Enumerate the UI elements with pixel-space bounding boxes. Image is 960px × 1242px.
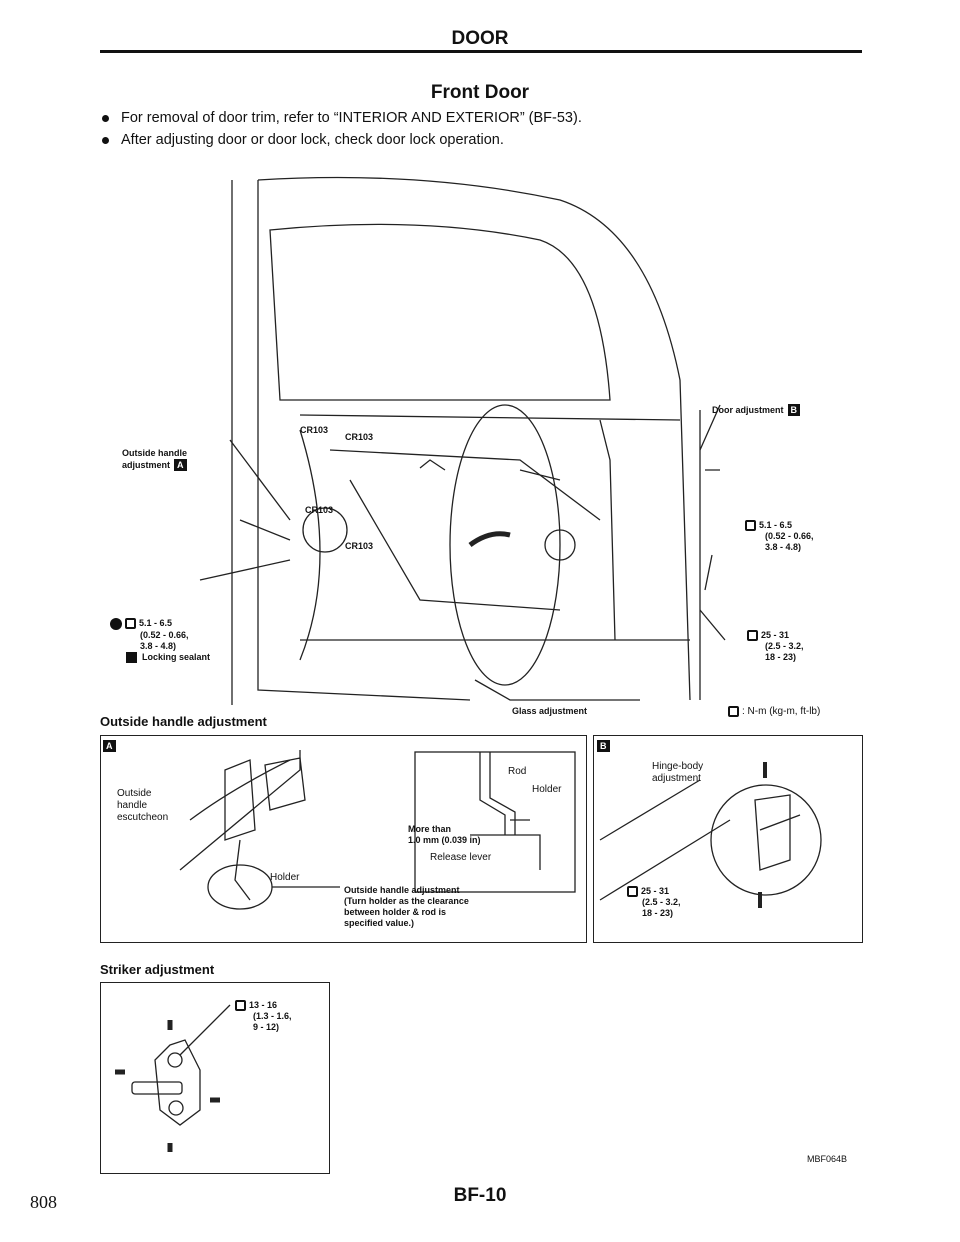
hinge-panel — [593, 735, 863, 943]
torque-wrench-icon — [235, 1000, 246, 1011]
outside-handle-panel — [100, 735, 587, 943]
bullet-item: After adjusting door or door lock, check… — [102, 132, 504, 148]
torque-wrench-icon — [747, 630, 758, 641]
torque-value: 3.8 - 4.8) — [140, 641, 177, 651]
label-text: handle — [117, 800, 148, 811]
badge-a: A — [174, 459, 187, 471]
torque-value: 3.8 - 4.8) — [765, 542, 802, 552]
units-text: : N-m (kg-m, ft-lb) — [742, 706, 821, 717]
outside-handle-heading: Outside handle adjustment — [100, 714, 267, 729]
note-line: (Turn holder as the clearance — [344, 896, 469, 906]
torque-wrench-icon — [125, 618, 136, 629]
torque-wrench-icon — [745, 520, 756, 531]
torque-value: 18 - 23) — [642, 908, 674, 918]
torque-value: 5.1 - 6.5 — [139, 618, 173, 628]
sealant-label: Locking sealant — [142, 652, 211, 662]
striker-heading: Striker adjustment — [100, 962, 215, 977]
note-line: between holder & rod is — [344, 907, 447, 917]
note-line: specified value.) — [344, 918, 415, 928]
torque-value: (1.3 - 1.6, — [253, 1011, 292, 1021]
units-legend: : N-m (kg-m, ft-lb) — [728, 706, 820, 718]
connector-tag: CR103 — [305, 505, 334, 515]
torque-wrench-icon — [627, 886, 638, 897]
rod-label: Rod — [508, 766, 527, 777]
torque-value: 5.1 - 6.5 — [759, 520, 793, 530]
connector-tag: CR103 — [300, 425, 329, 435]
torque-value: (0.52 - 0.66, — [765, 531, 814, 541]
label-text: 1.0 mm (0.039 in) — [408, 835, 481, 845]
locking-sealant-icon — [126, 652, 137, 663]
badge-b: B — [787, 404, 801, 416]
release-lever-label: Release lever — [430, 852, 492, 863]
torque-value: 25 - 31 — [761, 630, 790, 640]
torque-value: 25 - 31 — [641, 886, 670, 896]
note-line: Outside handle adjustment — [344, 885, 460, 895]
label-text: Hinge-body — [652, 761, 704, 772]
torque-value: 9 - 12) — [253, 1022, 280, 1032]
torque-value: (2.5 - 3.2, — [765, 641, 804, 651]
holder-label: Holder — [270, 872, 300, 883]
label-text: adjustment — [652, 773, 701, 784]
non-reusable-icon — [110, 618, 122, 630]
section-title: Front Door — [430, 82, 530, 103]
page-title: DOOR — [451, 28, 509, 49]
torque-value: (2.5 - 3.2, — [642, 897, 681, 907]
striker-torque-spec: 13 - 16(1.3 - 1.6,9 - 12) — [235, 1000, 292, 1033]
striker-illustration — [115, 1004, 231, 1152]
bullet-text: For removal of door trim, refer to “INTE… — [121, 110, 582, 126]
outside-handle-illustration — [179, 750, 576, 910]
label-text: Door adjustment — [712, 405, 784, 415]
page-number: 808 — [30, 1192, 57, 1212]
figure-code: MBF064B — [807, 1154, 848, 1164]
hinge-torque-spec: 25 - 31(2.5 - 3.2,18 - 23) — [627, 886, 681, 919]
torque-spec-right-1: 5.1 - 6.5(0.52 - 0.66,3.8 - 4.8) — [745, 520, 814, 553]
page-code: BF-10 — [453, 1185, 507, 1206]
hinge-illustration — [599, 762, 822, 908]
connector-tag: CR103 — [345, 541, 374, 551]
bullet-item: For removal of door trim, refer to “INTE… — [102, 110, 582, 126]
glass-adjustment-label: Glass adjustment — [512, 706, 588, 716]
label-text: escutcheon — [117, 812, 169, 823]
connector-tag: CR103 — [345, 432, 374, 442]
torque-value: 18 - 23) — [765, 652, 797, 662]
torque-spec-left: 5.1 - 6.5 (0.52 - 0.66, 3.8 - 4.8) Locki… — [110, 618, 210, 663]
torque-value: (0.52 - 0.66, — [140, 630, 189, 640]
badge-a: A — [103, 740, 116, 752]
label-text: More than — [408, 824, 452, 834]
striker-panel — [100, 982, 330, 1174]
door-diagram — [199, 176, 726, 705]
torque-spec-right-2: 25 - 31(2.5 - 3.2,18 - 23) — [747, 630, 804, 663]
torque-value: 13 - 16 — [249, 1000, 278, 1010]
inset-holder-label: Holder — [532, 784, 562, 795]
title-rule — [100, 50, 862, 53]
bullet-text: After adjusting door or door lock, check… — [121, 132, 504, 148]
badge-b: B — [597, 740, 610, 752]
outside-handle-note: Outside handle adjustment(Turn holder as… — [344, 885, 469, 929]
label-text: Outside handle adjustment — [122, 448, 188, 470]
torque-wrench-icon — [728, 706, 739, 717]
label-text: Outside — [117, 788, 152, 799]
